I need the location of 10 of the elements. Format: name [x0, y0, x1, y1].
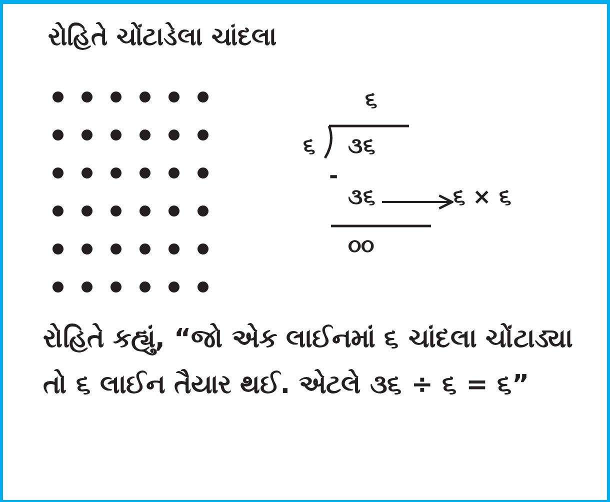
- title: રોહિતે ચોંટાડેલા ચાંદલા: [48, 24, 276, 49]
- subtracted-number: ૩૬: [348, 187, 375, 209]
- quotient-digit: ૬: [365, 90, 377, 112]
- product-expression: ૬ × ૬: [453, 187, 511, 209]
- remainder-number: ૦૦: [348, 236, 374, 258]
- minus-sign: -: [329, 166, 338, 188]
- divisor-digit: ૬: [303, 136, 315, 158]
- dividend-number: ૩૬: [348, 136, 375, 158]
- statement-text: રોહિતે કહ્યું, “જો એક લાઈનમાં ૬ ચાંદલા ચોંટાડ્યા તો ૬ લાઈન તૈયાર થઈ. એટલે ૩૬ ÷ ૬ = ૬”: [43, 322, 573, 402]
- arrow: [382, 194, 454, 210]
